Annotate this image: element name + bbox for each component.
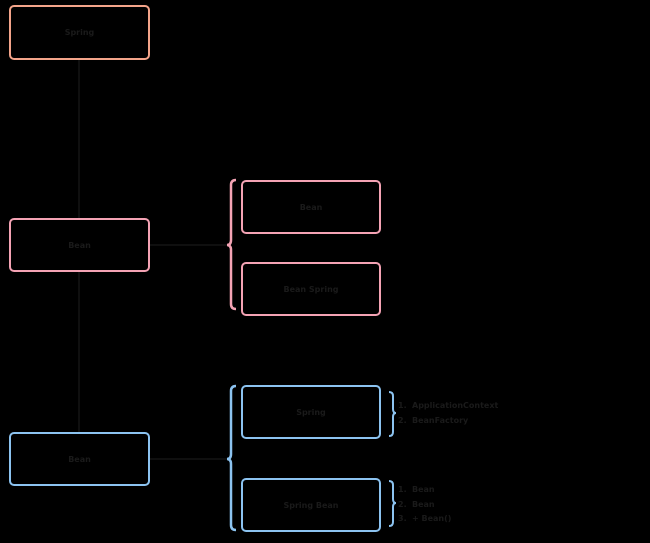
bean-to-spring-node: Bean Spring bbox=[241, 262, 381, 316]
bean-inject-label: Bean bbox=[68, 454, 91, 464]
list-item: 2.BeanFactory bbox=[398, 415, 469, 425]
container-types-list: 1.ApplicationContext 2.BeanFactory bbox=[398, 399, 498, 428]
bean-to-spring-label: Bean Spring bbox=[283, 284, 339, 294]
root-node-label: Spring bbox=[64, 28, 95, 37]
blue-bracket bbox=[226, 384, 237, 532]
bean-scope-label: Bean bbox=[68, 240, 91, 250]
list-item: 3.+ Bean() bbox=[398, 514, 452, 523]
bean-methods-list: 1.Bean 2.Bean 3.+ Bean() bbox=[398, 483, 451, 527]
list-item: 1.ApplicationContext bbox=[398, 401, 499, 410]
spring-container-label: Spring bbox=[296, 407, 326, 417]
bean-inject-node: Bean bbox=[9, 432, 150, 486]
bean-def-node: Bean bbox=[241, 180, 381, 234]
spring-container-node: Spring bbox=[241, 385, 381, 439]
list-item: 1.Bean bbox=[398, 485, 435, 494]
list-bracket-methods bbox=[388, 480, 397, 527]
spring-bean-node: Spring Bean bbox=[241, 478, 381, 532]
bean-def-label: Bean bbox=[299, 202, 323, 212]
list-item: 2.Bean bbox=[398, 499, 435, 509]
root-node: Spring bbox=[9, 5, 150, 60]
pink-bracket bbox=[226, 178, 237, 311]
spring-bean-label: Spring Bean bbox=[283, 500, 339, 510]
list-bracket-container bbox=[388, 391, 397, 437]
bean-scope-node: Bean bbox=[9, 218, 150, 272]
